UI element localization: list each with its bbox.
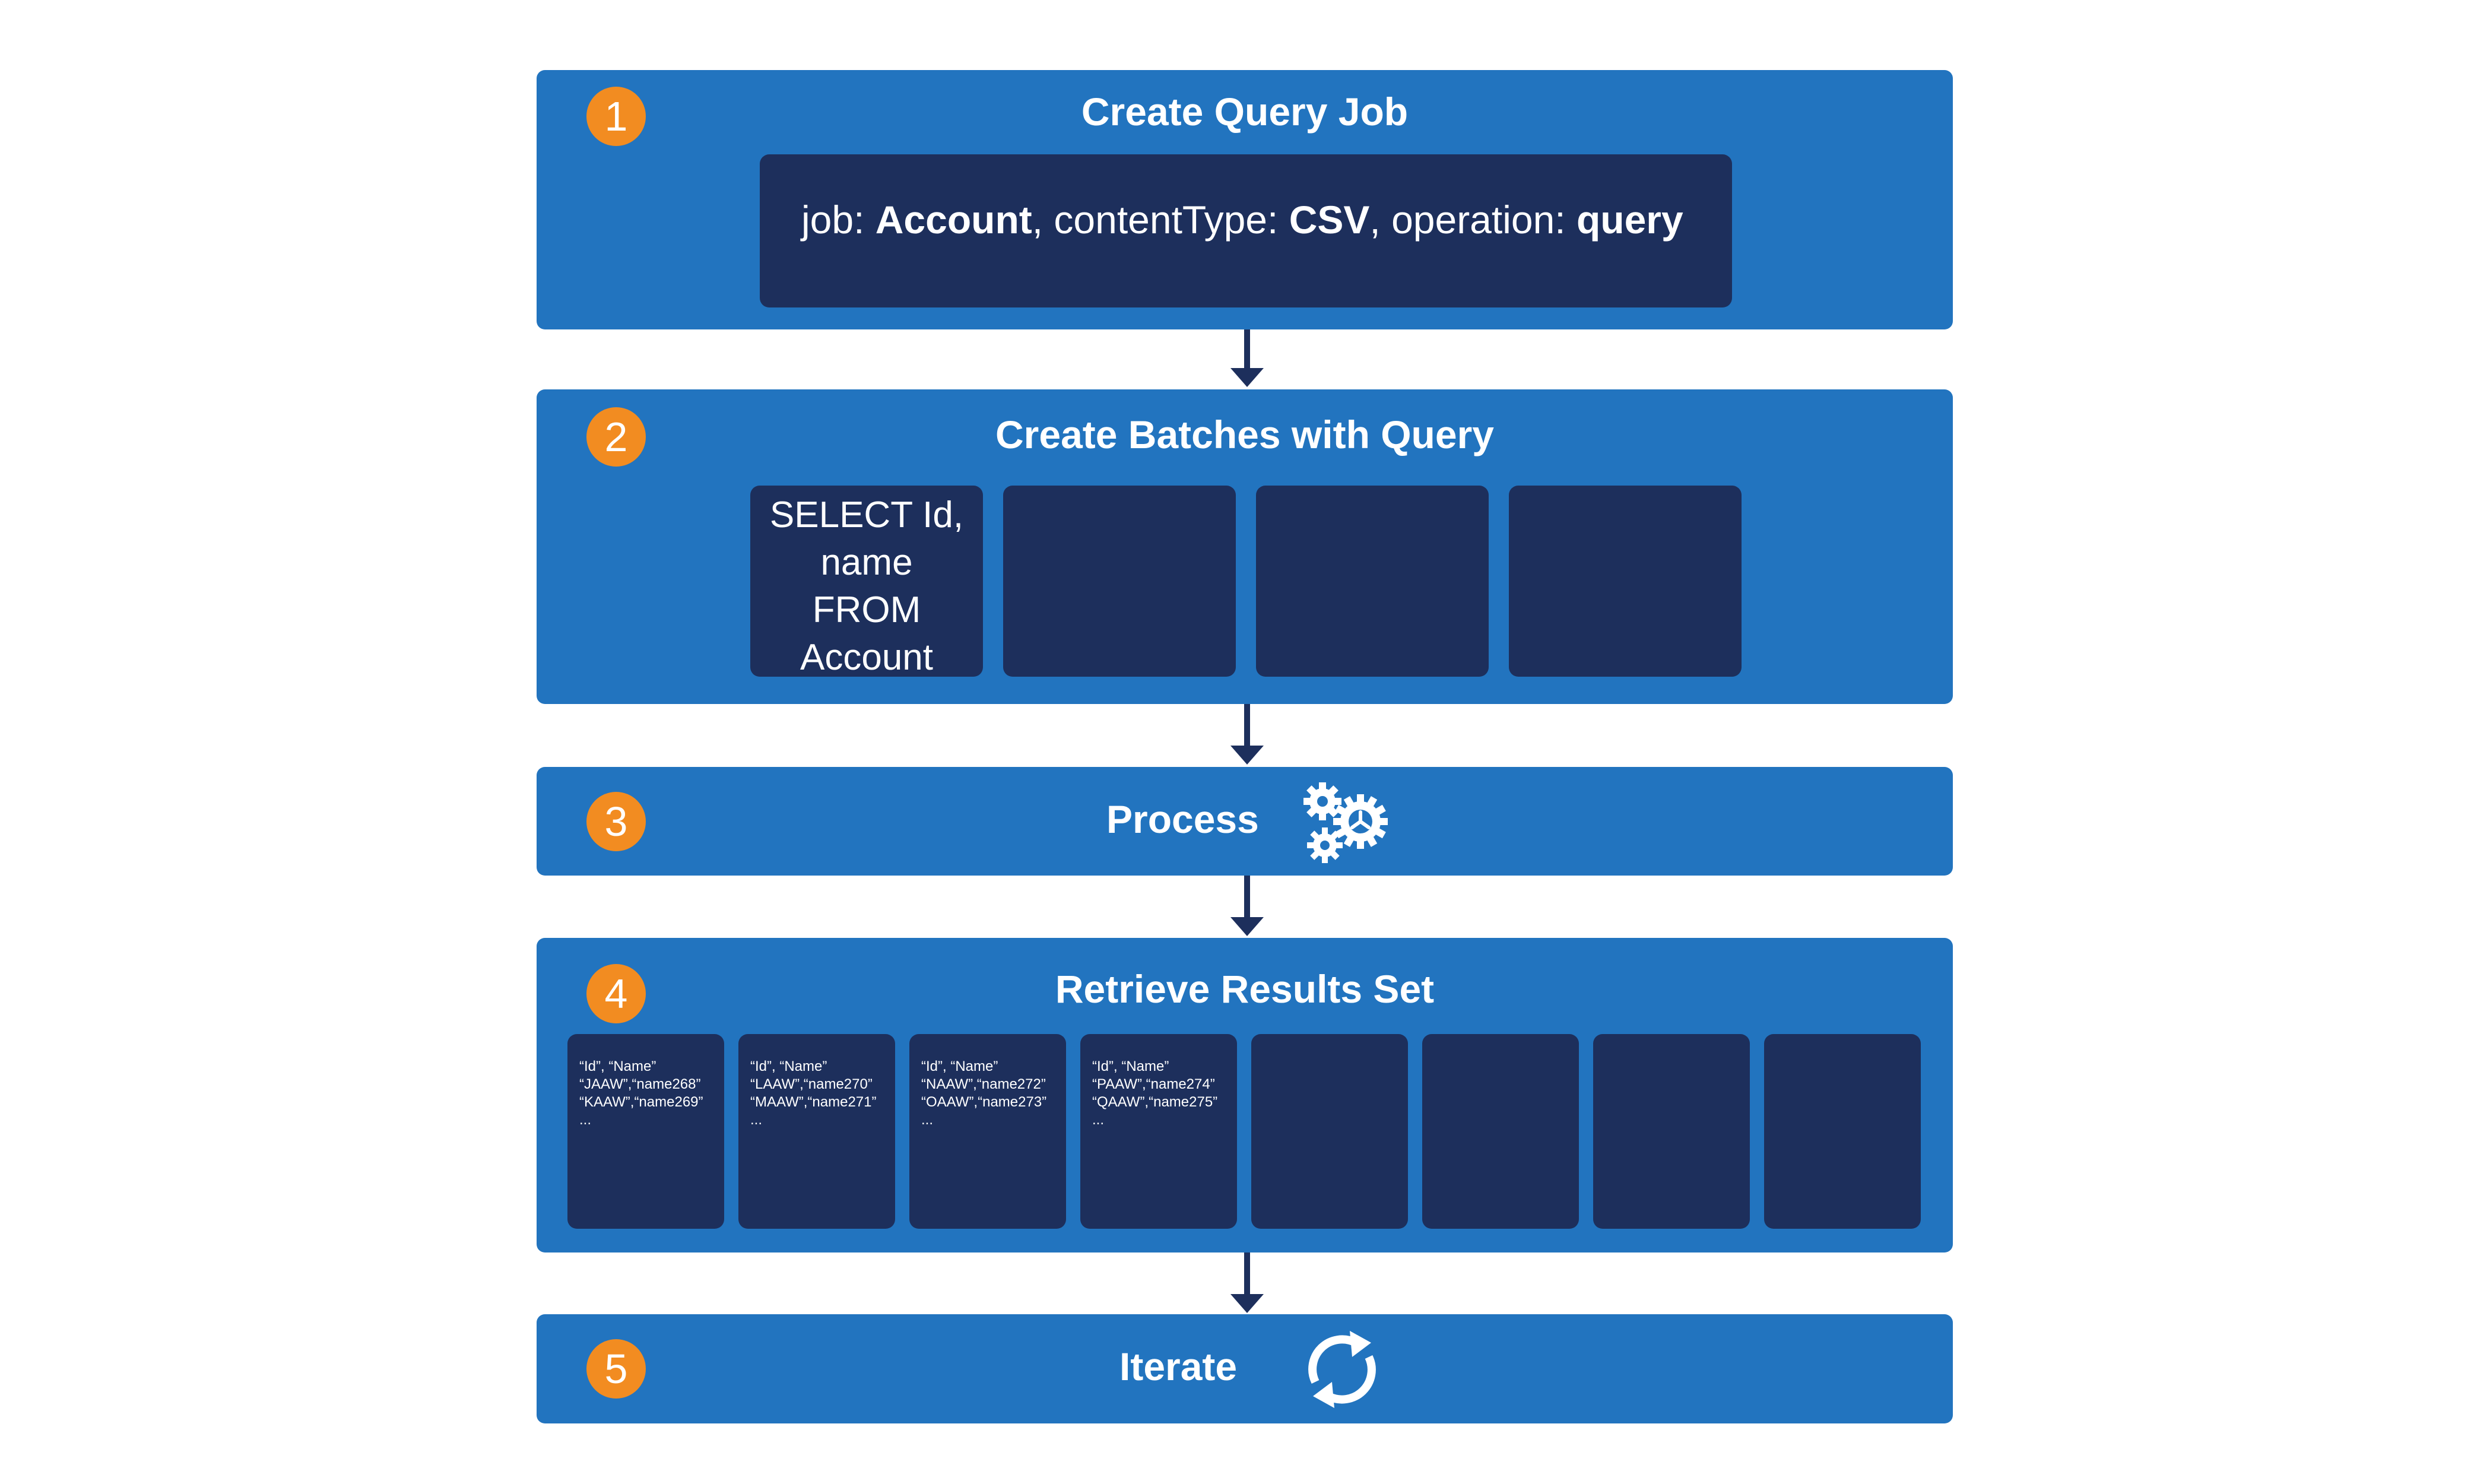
arrow-2-to-3 — [1244, 704, 1250, 749]
step-number-badge: 5 — [586, 1339, 646, 1399]
arrow-head-1 — [1230, 368, 1264, 387]
operation-value: query — [1576, 198, 1683, 242]
operation-label: , operation: — [1369, 198, 1577, 242]
arrow-4-to-5 — [1244, 1252, 1250, 1297]
step-number-badge: 4 — [586, 964, 646, 1023]
job-value: Account — [875, 198, 1032, 242]
content-type-label: , contentType: — [1032, 198, 1289, 242]
batch-box: SELECT Id, name FROM Account — [750, 486, 983, 678]
result-box — [1251, 1034, 1408, 1229]
job-definition-text: job: Account, contentType: CSV, operatio… — [801, 197, 1720, 242]
job-label: job: — [801, 198, 876, 242]
step-number-badge: 1 — [586, 87, 646, 146]
batch-box — [1509, 486, 1742, 677]
result-box — [1422, 1034, 1579, 1229]
gears-icon — [1303, 782, 1388, 863]
step-number-badge: 2 — [586, 407, 646, 467]
arrow-head-2 — [1230, 746, 1264, 765]
step-create-batches: 2 Create Batches with Query SELECT Id, n… — [537, 389, 1953, 704]
step-process: 3 Process — [537, 767, 1953, 876]
result-box: “Id”, “Name” “JAAW”,“name268” “KAAW”,“na… — [567, 1034, 724, 1229]
step-title: Process — [1106, 797, 1259, 841]
result-box — [1764, 1034, 1921, 1229]
content-type-value: CSV — [1289, 198, 1370, 242]
refresh-cycle-icon — [1308, 1331, 1376, 1408]
result-box: “Id”, “Name” “NAAW”,“name272” “OAAW”,“na… — [909, 1034, 1066, 1229]
step-number-badge: 3 — [586, 792, 646, 851]
arrow-3-to-4 — [1244, 876, 1250, 920]
result-box: “Id”, “Name” “LAAW”,“name270” “MAAW”,“na… — [738, 1034, 895, 1229]
step-create-query-job: 1 Create Query Job job: Account, content… — [537, 70, 1953, 329]
arrow-1-to-2 — [1244, 329, 1250, 371]
batch-box — [1256, 486, 1489, 677]
step-retrieve-results: 4 Retrieve Results Set “Id”, “Name” “JAA… — [537, 938, 1953, 1252]
result-box: “Id”, “Name” “PAAW”,“name274” “QAAW”,“na… — [1080, 1034, 1237, 1229]
arrow-head-3 — [1230, 917, 1264, 936]
batch-box — [1003, 486, 1236, 677]
arrow-head-4 — [1230, 1294, 1264, 1313]
step-title: Iterate — [1119, 1345, 1238, 1388]
step-title: Retrieve Results Set — [1055, 967, 1435, 1011]
step-title: Create Query Job — [1081, 90, 1409, 134]
step-iterate: 5 Iterate — [537, 1314, 1953, 1423]
result-box — [1593, 1034, 1750, 1229]
job-definition-box: job: Account, contentType: CSV, operatio… — [760, 154, 1732, 307]
step-title: Create Batches with Query — [995, 413, 1494, 456]
